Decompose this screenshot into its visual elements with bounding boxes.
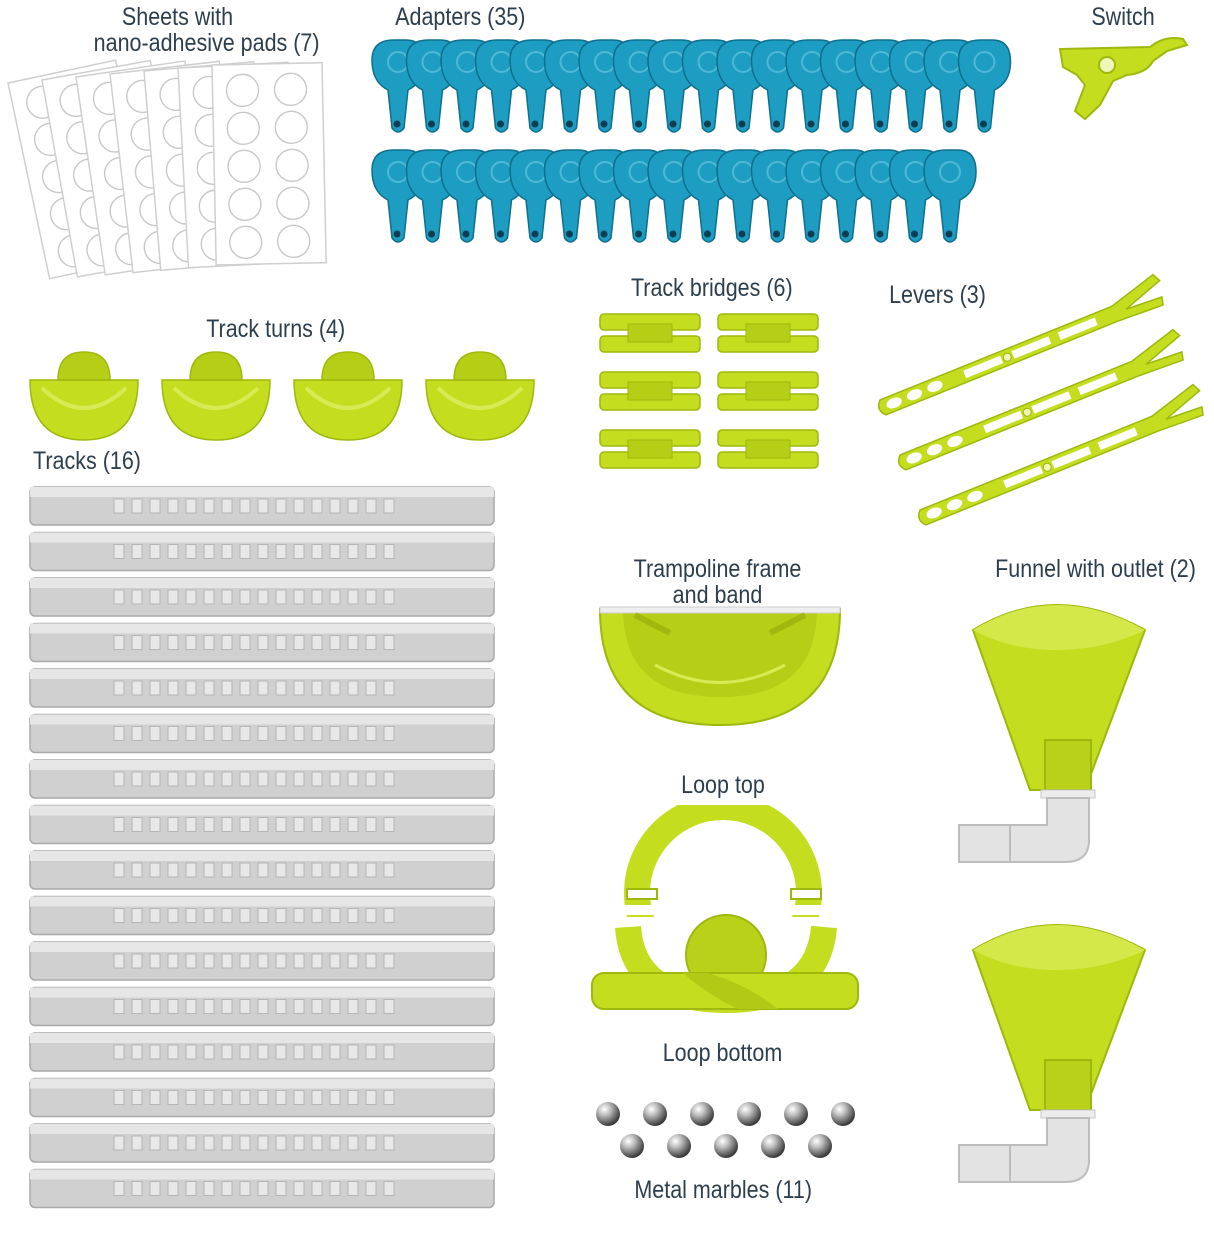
- track: [29, 1123, 495, 1163]
- sheets-label-line1: Sheets with: [121, 3, 234, 31]
- tracks-label: Tracks (16): [33, 447, 141, 475]
- adhesive-sheets-group: [0, 55, 370, 305]
- funnel-part-1: [955, 590, 1165, 870]
- funnel-icon: [958, 924, 1147, 1183]
- adhesive-sheet-icon: [7, 59, 327, 280]
- loop-top-label: Loop top: [681, 771, 765, 799]
- track: [29, 622, 495, 663]
- track: [29, 1032, 495, 1072]
- adapter: [957, 39, 1012, 133]
- loop-bottom-label: Loop bottom: [662, 1039, 783, 1067]
- marble: [737, 1102, 761, 1126]
- lever-icon: [877, 273, 1204, 526]
- marble: [596, 1102, 620, 1126]
- marble-icon: [596, 1102, 855, 1158]
- track-turn: [29, 351, 139, 441]
- track: [29, 850, 495, 890]
- track: [29, 804, 495, 845]
- marble: [831, 1102, 855, 1126]
- levers-label: Levers (3): [889, 281, 986, 309]
- track: [29, 895, 495, 936]
- marble: [808, 1134, 832, 1158]
- track-bridge: [599, 429, 701, 469]
- trampoline-icon: [598, 606, 842, 727]
- track: [29, 531, 495, 572]
- lever: [877, 273, 1164, 416]
- marble: [714, 1134, 738, 1158]
- switch-label: Switch: [1091, 3, 1155, 31]
- marble: [690, 1102, 714, 1126]
- track-bridges-label: Track bridges (6): [630, 274, 793, 302]
- tracks-group: [29, 485, 500, 1225]
- switch-icon: [1058, 37, 1189, 121]
- track: [29, 1077, 495, 1118]
- levers-group: [850, 270, 1210, 540]
- track-bridge: [717, 429, 819, 469]
- track: [29, 759, 495, 799]
- track: [29, 486, 495, 526]
- loop-bottom-part: [588, 905, 863, 1035]
- track-bridge: [717, 313, 819, 353]
- track: [29, 577, 495, 617]
- track-turns-group: [20, 350, 540, 445]
- adapters-label: Adapters (35): [395, 3, 526, 31]
- track-turn-icon: [29, 351, 535, 441]
- lever: [897, 328, 1184, 471]
- trampoline-label-line1: Trampoline frame: [633, 555, 802, 583]
- funnel-label: Funnel with outlet (2): [995, 555, 1196, 583]
- funnel-part-2: [955, 910, 1165, 1190]
- funnel-icon: [958, 604, 1147, 863]
- track-turns-label: Track turns (4): [206, 315, 346, 343]
- track: [29, 941, 495, 981]
- track-bridge: [717, 371, 819, 411]
- track-icon: [29, 486, 495, 1209]
- track-bridge: [599, 313, 701, 353]
- trampoline-label-line2: and band: [672, 581, 763, 609]
- track-turn: [293, 351, 403, 441]
- marble: [643, 1102, 667, 1126]
- track: [29, 668, 495, 708]
- adhesive-sheet: [211, 61, 327, 266]
- marbles-label: Metal marbles (11): [634, 1176, 812, 1204]
- track-turn: [425, 351, 535, 441]
- loop-bottom-icon: [591, 914, 859, 1014]
- lever: [917, 383, 1204, 526]
- trampoline-part: [595, 605, 845, 730]
- marble: [667, 1134, 691, 1158]
- trampoline-label: Trampoline frame and band: [625, 556, 810, 608]
- switch-part: [1055, 35, 1195, 125]
- track: [29, 986, 495, 1027]
- loop-top-part: [615, 805, 835, 945]
- marbles-group: [590, 1100, 860, 1170]
- marble: [761, 1134, 785, 1158]
- adapters-group: [0, 0, 1214, 260]
- track: [29, 1168, 495, 1209]
- adapter: [923, 149, 977, 243]
- track-turn: [161, 351, 271, 441]
- track-bridge: [599, 371, 701, 411]
- track-bridges-group: [598, 312, 828, 477]
- loop-top-icon: [621, 805, 829, 917]
- marble: [620, 1134, 644, 1158]
- track: [29, 713, 495, 754]
- adapter-icon: [371, 39, 1012, 243]
- marble: [784, 1102, 808, 1126]
- track-bridge-icon: [599, 313, 819, 469]
